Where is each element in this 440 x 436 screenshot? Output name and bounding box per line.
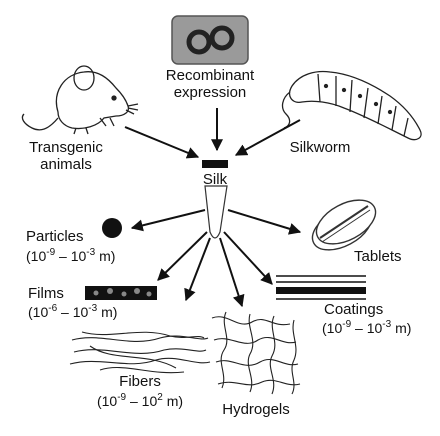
particles-range: (10-9 – 10-3 m) xyxy=(26,247,115,264)
tablets-label: Tablets xyxy=(354,248,402,265)
fibers-range: (10-9 – 102 m) xyxy=(97,392,183,409)
coatings-label: Coatings xyxy=(324,301,383,318)
arrow-to-tablets xyxy=(227,209,302,235)
hydrogels-icon xyxy=(211,311,301,395)
particles-label: Particles xyxy=(26,228,84,245)
hydrogels-label: Hydrogels xyxy=(222,401,290,418)
arrow-to-fibers xyxy=(184,237,211,302)
arrow-to-films xyxy=(157,231,208,281)
coatings-range: (10-9 – 10-3 m) xyxy=(322,319,411,336)
tablet-icon xyxy=(311,199,377,251)
arrow-to-coatings xyxy=(223,231,273,285)
arrow-to-hydrogels xyxy=(219,237,245,308)
silk-label: Silk xyxy=(203,171,228,188)
recombinant-label-line1: Recombinant xyxy=(166,67,255,84)
recombinant-label-line2: expression xyxy=(174,84,247,101)
film-icon xyxy=(85,286,157,300)
recombinant-plate-icon xyxy=(171,15,249,65)
silkworm-icon xyxy=(281,70,422,141)
arrow-to-particles xyxy=(130,209,206,232)
transgenic-label-line2: animals xyxy=(40,156,92,173)
films-label: Films xyxy=(28,285,64,302)
silk-tube-icon xyxy=(202,160,228,239)
transgenic-label-line1: Transgenic xyxy=(29,139,103,156)
arrow-silkworm-to-silk xyxy=(234,119,301,156)
coatings-icon xyxy=(276,275,366,300)
particle-icon xyxy=(102,218,122,238)
silkworm-label: Silkworm xyxy=(290,139,351,156)
fibers-icon xyxy=(69,331,211,374)
arrow-transgenic-to-silk xyxy=(124,126,200,159)
fibers-label: Fibers xyxy=(119,373,161,390)
mouse-icon xyxy=(21,65,139,135)
films-range: (10-6 – 10-3 m) xyxy=(28,303,117,320)
